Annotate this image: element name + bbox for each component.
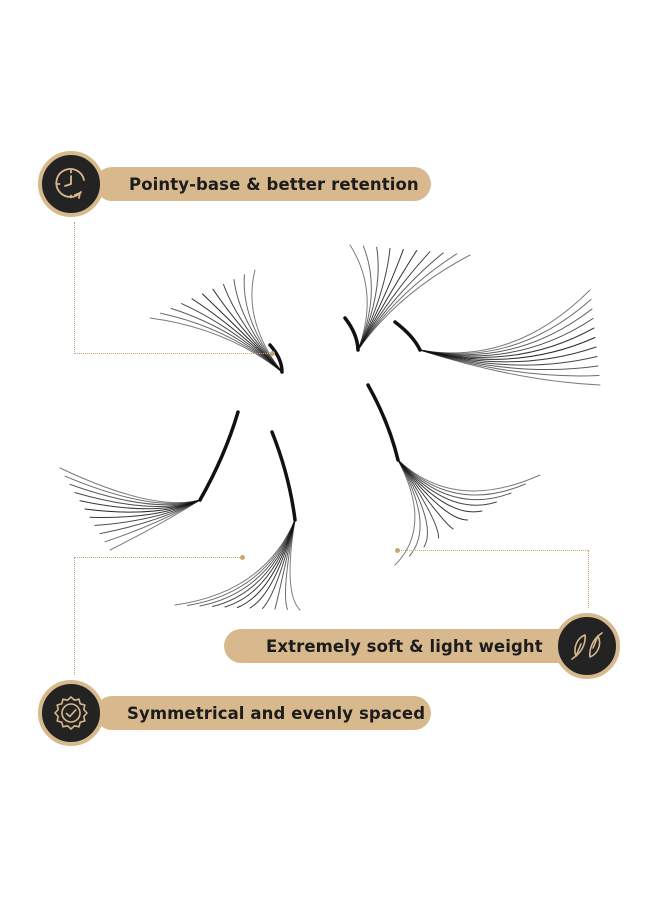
feature-soft-badge <box>554 613 620 679</box>
clock-refresh-icon <box>51 164 91 204</box>
connector-line-symmetry-horizontal <box>74 557 244 558</box>
lash-strand <box>233 279 283 373</box>
lash-base-2 <box>343 316 360 352</box>
lash-strand <box>69 483 201 506</box>
connector-line-soft-vertical <box>588 550 589 608</box>
feature-symmetry-pill: Symmetrical and evenly spaced <box>95 696 431 730</box>
lash-strand <box>357 254 471 351</box>
feature-symmetry-label: Symmetrical and evenly spaced <box>127 703 426 723</box>
lash-strand <box>397 459 454 530</box>
lash-base-6 <box>366 383 400 462</box>
lash-strand <box>419 299 592 355</box>
lash-strand <box>419 289 591 354</box>
feature-retention-badge <box>38 151 104 217</box>
feature-symmetry-badge <box>38 680 104 746</box>
lash-strand <box>397 459 497 506</box>
connector-line-soft-horizontal <box>398 550 588 551</box>
lash-strand <box>357 253 458 351</box>
lash-strand <box>397 459 526 496</box>
lash-strand <box>394 459 416 566</box>
lash-strand <box>397 459 483 513</box>
lash-strand <box>174 519 296 606</box>
lash-strand <box>251 269 283 373</box>
lash-strand <box>212 519 296 607</box>
lash-strand <box>419 308 593 356</box>
lash-strand <box>357 247 391 351</box>
lash-strand <box>397 459 440 539</box>
connector-dot-soft <box>395 548 400 553</box>
feature-soft-label: Extremely soft & light weight <box>266 636 543 656</box>
lash-strand <box>249 519 296 609</box>
lash-strand <box>149 317 283 373</box>
feature-soft-pill: Extremely soft & light weight <box>224 629 580 663</box>
lash-strand <box>349 244 368 351</box>
lash-strand <box>397 459 541 492</box>
lash-base-3 <box>393 320 422 352</box>
lash-strand <box>289 519 301 611</box>
lash-strand <box>397 459 428 548</box>
lash-strand <box>397 459 468 521</box>
lash-strand <box>237 519 296 608</box>
lash-base-4 <box>198 410 240 502</box>
check-seal-icon <box>51 693 91 733</box>
feature-retention-pill: Pointy-base & better retention <box>95 167 431 201</box>
connector-line-retention-vertical <box>74 222 75 354</box>
lash-strand <box>397 459 512 501</box>
lash-base-5 <box>270 430 297 522</box>
connector-dot-retention <box>270 351 275 356</box>
lash-strand <box>109 499 201 551</box>
lash-strand <box>357 246 379 351</box>
lash-strand <box>224 519 296 608</box>
lash-base-1 <box>268 343 284 374</box>
feature-retention-label: Pointy-base & better retention <box>129 174 419 194</box>
lash-strand <box>59 467 201 504</box>
feather-icon <box>567 626 607 666</box>
connector-line-symmetry-vertical <box>74 557 75 675</box>
lash-strand <box>357 245 372 351</box>
lash-strand <box>181 303 283 373</box>
lash-strand <box>419 349 601 386</box>
lash-strand <box>202 293 283 373</box>
connector-line-retention-horizontal <box>74 353 274 354</box>
connector-dot-symmetry <box>240 555 245 560</box>
lash-strand <box>397 459 421 557</box>
lash-strand <box>187 519 296 606</box>
lash-strand <box>419 318 594 357</box>
lash-strand <box>199 519 296 607</box>
